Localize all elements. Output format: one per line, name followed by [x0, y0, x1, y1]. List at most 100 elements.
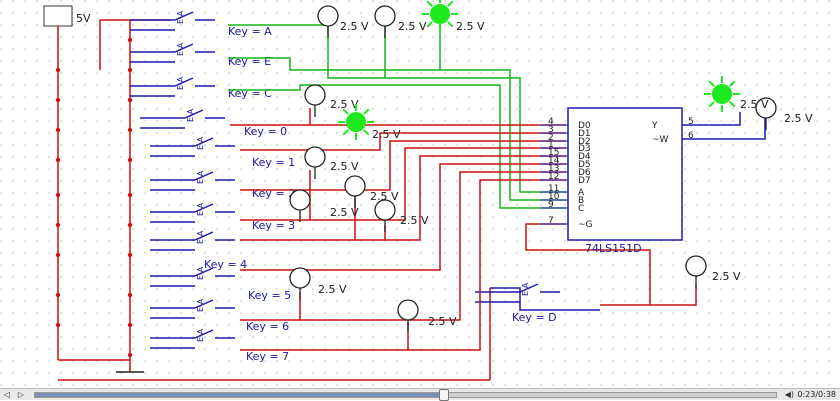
switch-tag: E-A [521, 282, 530, 296]
chip-pin-number: 4 [548, 117, 554, 127]
switch-tag: E-A [196, 298, 205, 312]
switch-key-label: Key = E [228, 55, 271, 68]
switch-1[interactable]: E-A Key = A [130, 10, 272, 38]
seek-progress [35, 392, 443, 397]
led-voltage: 2.5 V [456, 20, 485, 33]
switch-tag: E-A [196, 136, 205, 150]
data-wires [230, 108, 697, 351]
chip-pin-label: C [578, 204, 584, 214]
switch-7[interactable]: E-A Key = 3 [150, 202, 295, 232]
switch-key-label: Key = 4 [204, 258, 247, 271]
voltage-probe-2[interactable]: 2.5 V [374, 5, 427, 38]
led-voltage: 2.5 V [740, 98, 769, 111]
voltage-probe-7[interactable]: 2.5 V [374, 199, 429, 232]
switch-5[interactable]: E-A Key = 1 [150, 136, 295, 169]
chip-pin-label: D5 [578, 160, 591, 170]
chip-pin-number: 11 [548, 184, 559, 194]
switch-key-label: Key = 1 [252, 156, 295, 169]
select-wires [228, 24, 566, 209]
chip-name: 74LS151D [585, 242, 642, 255]
chip-pin-label: ~G [578, 220, 593, 230]
chip-pin-label: D2 [578, 137, 591, 147]
probe-value: 2.5 V [330, 160, 359, 173]
switch-tag: E-A [196, 230, 205, 244]
switch-tag: E-A [176, 10, 185, 24]
chip-pin-number: 15 [548, 148, 559, 158]
video-player-bar: ◁ ▷ ◀) 0:23/0:38 [0, 388, 840, 401]
voltage-probe-5[interactable]: 2.5 V [289, 189, 359, 222]
probe-value: 2.5 V [330, 98, 359, 111]
seek-bar[interactable] [34, 388, 778, 401]
chip-pin-label: B [578, 196, 584, 206]
probe-value: 2.5 V [340, 20, 369, 33]
chip-pin-number: 3 [548, 125, 554, 135]
chip-pin-number: 7 [548, 216, 554, 226]
led-indicator-3[interactable]: 2.5 V [704, 76, 769, 112]
chip-pin-number: 14 [548, 156, 560, 166]
voltage-probe-6[interactable]: 2.5 V [344, 175, 399, 208]
switch-key-label: Key = 0 [244, 125, 287, 138]
probe-value: 2.5 V [428, 315, 457, 328]
chip-pin-number: 12 [548, 172, 559, 182]
switch-key-label: Key = C [228, 87, 272, 100]
voltage-probe-3[interactable]: 2.5 V [304, 84, 359, 117]
volume-icon[interactable]: ◀) [784, 389, 795, 399]
seek-thumb[interactable] [438, 388, 449, 401]
led-group: 2.5 V 2.5 V 2.5 V [338, 0, 769, 141]
probe-value: 2.5 V [318, 283, 347, 296]
voltage-probe-8[interactable]: 2.5 V [289, 267, 347, 300]
chip-pin-label: D1 [578, 129, 591, 139]
switch-tag: E-A [196, 202, 205, 216]
chip-pin-label: Y [651, 121, 658, 131]
switch-tag: E-A [176, 42, 185, 56]
led-indicator-1[interactable]: 2.5 V [422, 0, 485, 33]
probe-value: 2.5 V [712, 270, 741, 283]
play-icon[interactable]: ▷ [17, 390, 25, 399]
voltage-probe-10[interactable]: 2.5 V [685, 255, 741, 288]
led-voltage: 2.5 V [372, 128, 401, 141]
chip-pin-label: D3 [578, 144, 591, 154]
voltage-probe-4[interactable]: 2.5 V [304, 146, 359, 179]
led-indicator-2[interactable]: 2.5 V [338, 104, 401, 141]
chip-pin-label: D7 [578, 176, 591, 186]
switch-tag: E-A [196, 328, 205, 342]
switch-9[interactable]: E-A Key = 5 [150, 266, 291, 302]
prev-icon[interactable]: ◁ [3, 390, 11, 399]
switch-key-label: Key = 2 [252, 187, 295, 200]
chip-pin-number: 1 [548, 140, 554, 150]
voltage-probe-1[interactable]: 2.5 V [317, 5, 369, 38]
switch-8[interactable]: E-A Key = 4 [150, 230, 247, 271]
switch-tag: E-A [186, 108, 195, 122]
chip-pin-number: 9 [548, 200, 554, 210]
chip-pin-label: D0 [578, 121, 591, 131]
switch-tag: E-A [176, 76, 185, 90]
chip-pin-number: 5 [688, 117, 694, 127]
switch-tag: E-A [196, 266, 205, 280]
probe-value: 2.5 V [784, 112, 813, 125]
switch-11[interactable]: E-A Key = 7 [150, 328, 289, 363]
probe-value: 2.5 V [398, 20, 427, 33]
switch-4[interactable]: E-A Key = 0 [140, 108, 287, 138]
switch-key-label: Key = 5 [248, 289, 291, 302]
chip-pin-number: 6 [688, 131, 694, 141]
switch-key-label: Key = A [228, 25, 272, 38]
voltage-probe-11[interactable]: 2.5 V [755, 97, 813, 130]
blue-wires [490, 112, 766, 311]
chip-pin-label: ~W [652, 135, 669, 145]
probe-value: 2.5 V [330, 206, 359, 219]
switch-key-label: Key = 7 [246, 350, 289, 363]
probe-value: 2.5 V [400, 214, 429, 227]
vcc-label: 5V [76, 12, 91, 25]
chip-pin-number: 10 [548, 192, 560, 202]
chip-pin-number: 13 [548, 164, 559, 174]
junction-dots [55, 37, 133, 358]
chip-pin-label: A [578, 188, 585, 198]
voltage-probe-9[interactable]: 2.5 V [397, 299, 457, 332]
switch-key-label: Key = 3 [252, 219, 295, 232]
